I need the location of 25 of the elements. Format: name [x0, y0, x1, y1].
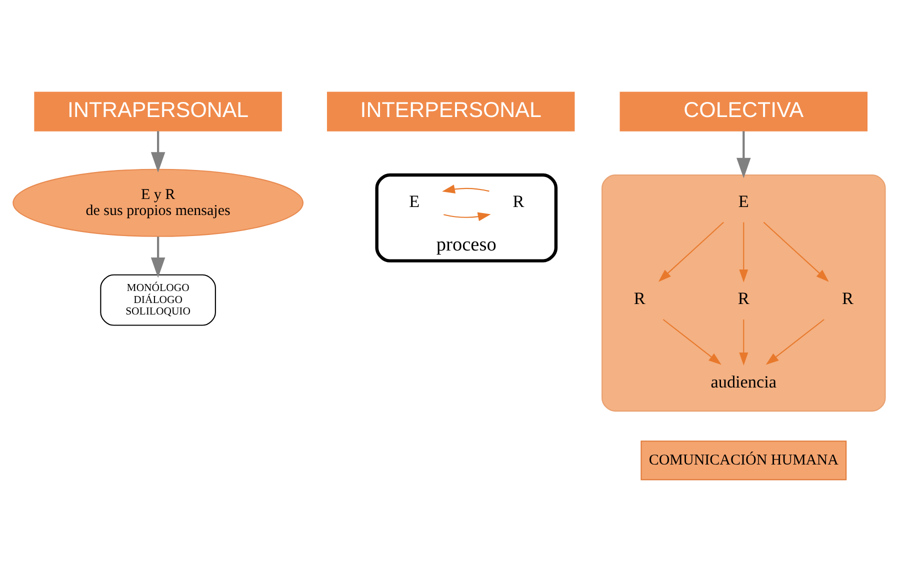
arrow [739, 320, 748, 366]
cluster [602, 174, 886, 412]
node-box: MONÓLOGO DIÁLOGO SOLILOQUIO [100, 274, 216, 326]
arrow [150, 131, 166, 173]
arrow [442, 184, 490, 194]
node-text: R [512, 192, 524, 211]
arrow [739, 222, 748, 282]
node-ellipse: E y R de sus propios mensajes [12, 168, 304, 237]
node-box: COLECTIVA [620, 92, 868, 132]
arrow [444, 212, 491, 222]
node-text: E [409, 192, 420, 211]
node-text: audiencia [710, 372, 777, 392]
arrow [766, 319, 824, 365]
node-box: INTRAPERSONAL [34, 92, 282, 132]
node-text: R [634, 289, 646, 308]
node-box: COMUNICACIÓN HUMANA [640, 440, 847, 480]
arrow [658, 222, 724, 282]
node-box: INTERPERSONAL [326, 92, 575, 132]
node-text: R [842, 289, 854, 308]
node-text: E [738, 192, 749, 211]
arrow [763, 222, 829, 282]
arrow [662, 319, 722, 365]
node-text: R [738, 289, 750, 308]
arrow [736, 131, 751, 178]
arrow [150, 236, 166, 278]
